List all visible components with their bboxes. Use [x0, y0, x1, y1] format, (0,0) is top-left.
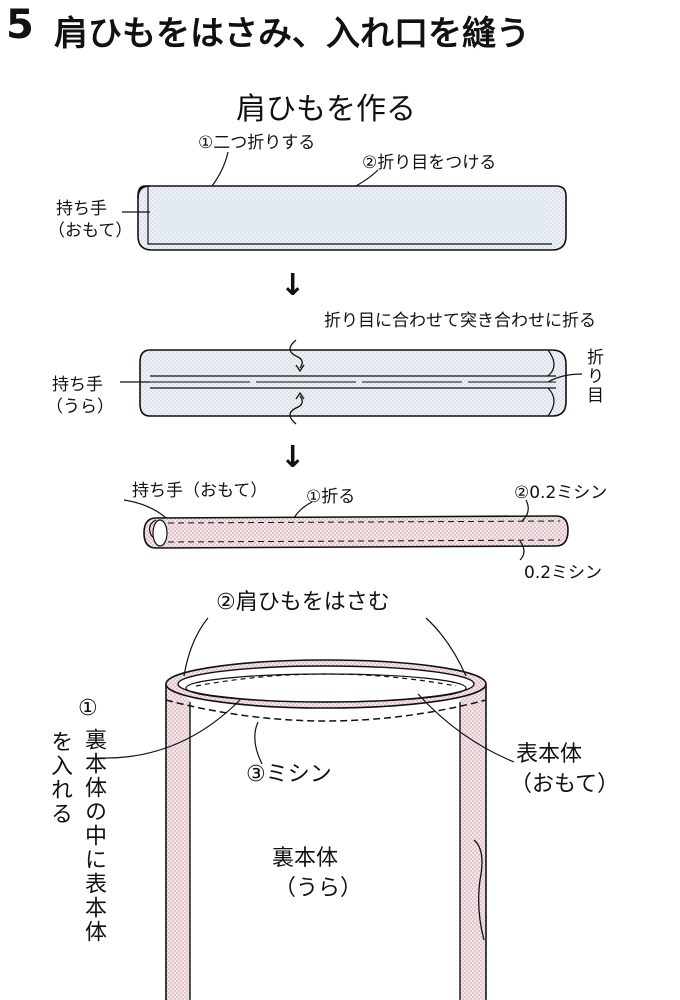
note-stitch-bottom: 0.2ミシン	[524, 563, 603, 583]
label-strap-text: 持ち手	[56, 199, 107, 219]
note-crease: ②折り目をつける	[362, 153, 497, 173]
step-number: 5	[6, 2, 34, 48]
down-arrow-icon: ↓	[280, 268, 306, 303]
label-strap-front-inline: 持ち手（おもて）	[132, 481, 268, 501]
bag-assembly	[99, 617, 515, 1000]
label-outer-body: 表本体 （おもて）	[510, 740, 619, 800]
label-strap-side: （おもて）	[48, 221, 133, 241]
note-stitch-top: ②0.2ミシン	[514, 483, 608, 503]
note-fold: ①折る	[306, 487, 356, 507]
step-circle-number: ①	[78, 696, 98, 721]
note-insert-straps: ②肩ひもをはさむ	[216, 590, 390, 615]
fold-arrow-icon	[289, 339, 305, 425]
step-title: 肩ひもをはさみ、入れ口を縫う	[54, 14, 530, 54]
strap-stage1	[122, 151, 567, 251]
label-strap-back: 持ち手 （うら）	[46, 374, 114, 418]
label-inner-body-text: 裏本体	[272, 846, 339, 871]
note-fold-in-half: ①二つ折りする	[198, 133, 316, 153]
label-strap-side: （うら）	[46, 397, 114, 417]
down-arrow-icon: ↓	[280, 440, 306, 475]
label-fold-line: 折り目	[583, 348, 603, 405]
label-strap-front: 持ち手 （おもて）	[48, 198, 132, 242]
label-outer-body-text: 表本体	[516, 742, 583, 767]
section-title: 肩ひもを作る	[236, 92, 416, 127]
label-inner-body: 裏本体 （うら）	[272, 844, 362, 904]
label-inner-body-side: （うら）	[274, 876, 363, 901]
instruction-fold-to-center: 折り目に合わせて突き合わせに折る	[324, 311, 596, 331]
note-stitch: ③ミシン	[246, 762, 332, 787]
label-strap-text: 持ち手	[52, 375, 103, 395]
strap-stage3	[123, 499, 569, 561]
note-insert-outer-body-cont: を入れる	[47, 730, 72, 826]
label-outer-body-side: （おもて）	[510, 772, 620, 797]
note-insert-outer-body: 裏本体の中に表本体	[81, 728, 106, 944]
strap-stage2	[120, 339, 583, 425]
